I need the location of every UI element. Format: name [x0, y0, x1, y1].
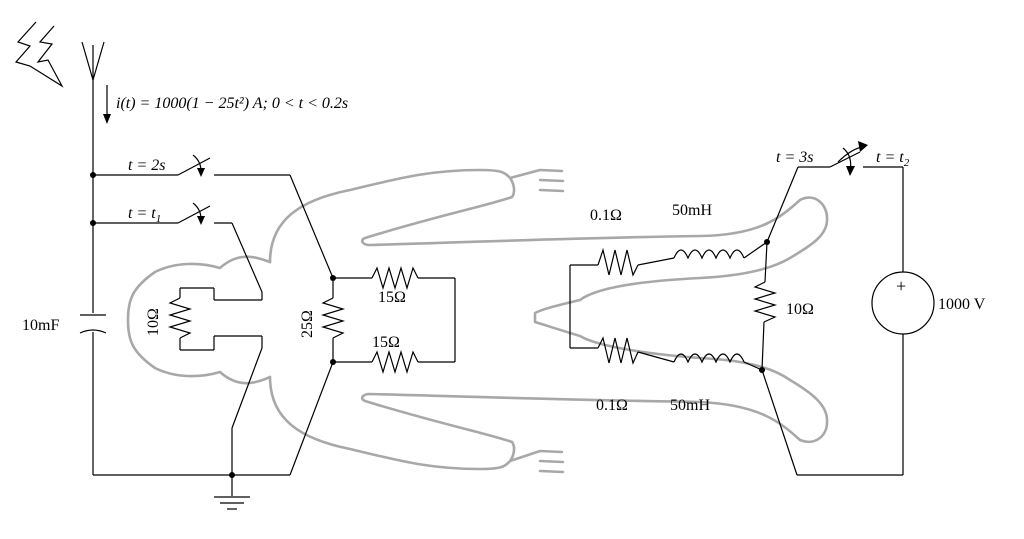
lightning-bolt-icon — [14, 21, 64, 88]
switch-t-2s — [93, 154, 290, 177]
voltage-source-plus-sign: + — [896, 276, 906, 296]
head-resistor — [167, 287, 263, 351]
antenna-icon — [81, 41, 105, 81]
inductor-upper — [673, 249, 745, 260]
wire-to-head-top — [231, 222, 263, 293]
chest-resistor-15ohm-lower — [333, 349, 455, 375]
capacitor-label: 10mF — [22, 317, 59, 334]
right-resistor-10ohm — [752, 241, 778, 371]
body-upper-edge — [268, 168, 829, 474]
arm-upper-branch — [570, 241, 768, 277]
human-body-outline — [126, 168, 829, 474]
wire-right-bottom-diag — [761, 369, 798, 476]
right-resistor-label: 10Ω — [786, 301, 814, 318]
arm-resistor-lower-label: 0.1Ω — [596, 397, 628, 414]
chest-resistor-15ohm-lower-label: 15Ω — [372, 334, 400, 351]
chest-resistor-15ohm-upper — [333, 265, 455, 291]
arm-resistor-upper-label: 0.1Ω — [590, 207, 622, 224]
current-arrow-icon — [103, 85, 111, 124]
wire-chest-to-ground — [289, 361, 334, 476]
voltage-source-label: 1000 V — [938, 296, 986, 313]
switch-t-3s — [798, 141, 903, 176]
arm-lower-branch — [570, 336, 763, 371]
switch-t-2s-label: t = 2s — [128, 157, 165, 174]
switch-t-3s-label: t = 3s — [776, 149, 813, 166]
capacitor-10mF — [79, 314, 107, 334]
wire-head-to-ground — [231, 347, 263, 429]
ground-icon — [214, 475, 250, 510]
current-source-label: i(t) = 1000(1 − 25t²) A; 0 < t < 0.2s — [116, 95, 348, 112]
chest-resistor-25ohm — [320, 278, 346, 362]
body-head — [126, 255, 272, 385]
switch-t-t1 — [93, 202, 232, 225]
chest-resistor-15ohm-upper-label: 15Ω — [378, 289, 406, 306]
switch-t-t1-label: t = t1 — [128, 205, 161, 225]
arm-inductor-upper-label: 50mH — [672, 202, 712, 219]
head-resistor-label: 10Ω — [145, 308, 162, 336]
arm-inductor-lower-label: 50mH — [670, 397, 710, 414]
inductor-lower — [673, 353, 745, 364]
wire-right-top — [766, 166, 799, 243]
switch-t-t2-label: t = t2 — [876, 149, 910, 169]
chest-resistor-25ohm-label: 25Ω — [299, 310, 316, 338]
wire-to-chest-top — [289, 174, 334, 279]
